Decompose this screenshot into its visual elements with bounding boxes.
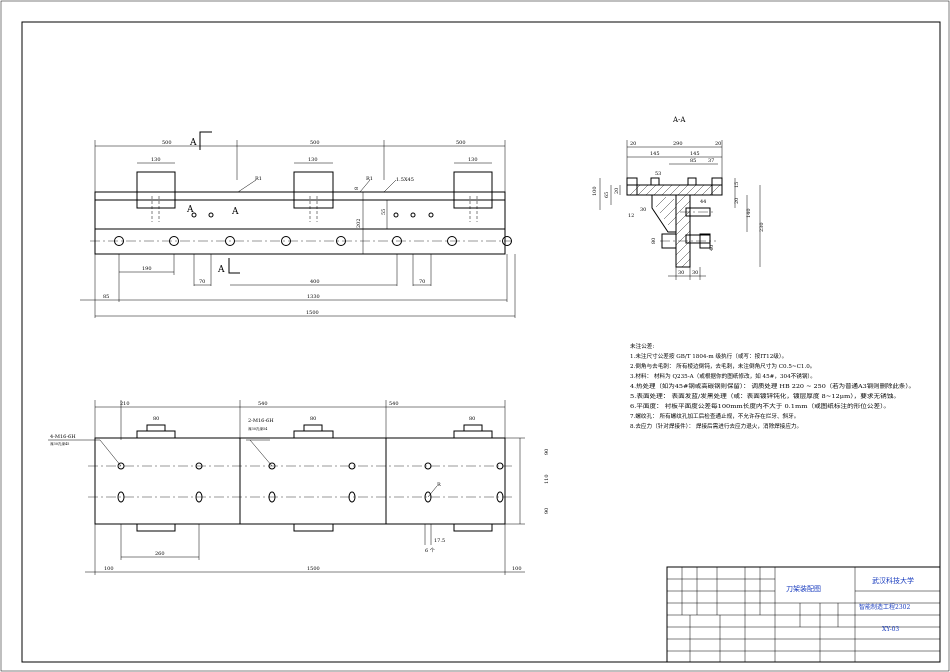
sec-dim-230: 230: [759, 222, 765, 232]
sec-dim-65: 65: [604, 192, 610, 198]
tb-school: 武汉科技大学: [872, 576, 914, 585]
callout-2m16-sub: 深30孔深54: [248, 426, 268, 431]
sec-dim-top-2: 290: [673, 141, 683, 147]
dim-block-1: 130: [151, 157, 161, 163]
dim-top-2: 500: [310, 140, 320, 146]
sec-dim-top-3: 20: [715, 141, 721, 147]
top-block-3: [453, 171, 493, 209]
section-marker-left: A: [186, 205, 194, 215]
sec-dim-30: 30: [640, 207, 646, 213]
note-line-8: 8.去应力（针对焊接件）： 焊接后需进行去应力退火，消除焊接应力。: [630, 422, 802, 430]
sec-dim-145a: 145: [650, 151, 660, 157]
sec-dim-100: 100: [592, 186, 598, 196]
plan-view: 210 540 540 80 80 80: [48, 400, 550, 575]
sec-dim-15: 15: [734, 182, 740, 188]
sec-dim-12: 12: [628, 213, 634, 219]
dim-block-3: 130: [468, 157, 478, 163]
section-marker-bottom: A: [217, 265, 225, 275]
title-block: 刀架装配图 武汉科技大学 智能制造工程2302 XY-03: [666, 566, 941, 663]
sec-dim-80: 80: [651, 238, 657, 244]
plan-dim-210: 210: [120, 401, 130, 407]
sec-dim-30b: 30: [692, 270, 698, 276]
plan-dim-90b: 90: [544, 508, 550, 514]
dim-400: 400: [310, 279, 320, 285]
section-marker-top: A: [189, 138, 197, 148]
sec-dim-140: 140: [746, 208, 752, 218]
callout-4m16-sub: 深30孔深45: [50, 441, 69, 446]
sec-gusset: [651, 194, 677, 233]
sec-dim-85: 85: [690, 158, 696, 164]
callout-2m16: 2-M16-6H: [248, 418, 274, 424]
dim-block-2: 130: [308, 157, 318, 163]
section-marker-mid: A: [231, 207, 239, 217]
plan-dim-1500: 1500: [307, 566, 320, 572]
sec-dim-53: 53: [655, 171, 661, 177]
radius-label-a: R1: [255, 176, 262, 182]
dim-85: 85: [103, 294, 109, 300]
note-line-7: 7.螺纹孔： 所有螺纹孔加工后检查通止规，不允许存在烂牙、斜牙。: [630, 412, 799, 420]
lower-bar: [94, 228, 506, 255]
inner-frame: [21, 21, 941, 663]
dim-55: 55: [381, 209, 387, 215]
plan-dim-80a: 80: [153, 416, 159, 422]
tb-drawing-no: XY-03: [882, 626, 899, 633]
plan-radius: R: [437, 482, 441, 488]
sec-dim-20r: 20: [734, 198, 740, 204]
plan-dim-540b: 540: [389, 401, 399, 407]
sec-dim-top-1: 20: [630, 141, 636, 147]
dim-8: 8: [354, 187, 360, 190]
bar-holes: [114, 236, 512, 246]
chamfer-label: 1.5X45: [396, 177, 414, 183]
note-line-5: 5.表面处理： 表面发蓝/发黑处理（或：表面镀锌钝化，镀层厚度 8~12μm），…: [630, 392, 900, 400]
section-title: A-A: [672, 116, 686, 124]
dim-1330: 1330: [307, 294, 320, 300]
section-aa-view: A-A 20 290 20 145 145 85 37 53: [592, 116, 765, 280]
plan-dim-540a: 540: [258, 401, 268, 407]
top-block-2: [293, 171, 334, 209]
sec-dim-40: 40: [709, 245, 715, 251]
plan-dim-90a: 90: [544, 449, 550, 455]
note-line-1: 1.未注尺寸公差按 GB/T 1804-m 级执行（或写：按IT12级）。: [630, 352, 787, 360]
dim-height: 202: [356, 218, 362, 228]
note-line-4: 4.热处理（如为45#钢或高碳钢则保留）： 调质处理 HB 220 ~ 250（…: [630, 382, 915, 390]
plan-plate: [94, 437, 506, 525]
plan-dim-17-5: 17.5: [434, 538, 445, 544]
sec-dim-44: 44: [700, 199, 706, 205]
dim-70b: 70: [419, 279, 425, 285]
note-line-2: 2.倒角与去毛刺： 所有棱边倒钝，去毛刺，未注倒角尺寸为 C0.5~C1.0。: [630, 362, 815, 370]
notes-title: 未注公差:: [630, 342, 654, 350]
plan-dim-100a: 100: [104, 566, 114, 572]
front-view: 500 500 500 130 130 130: [80, 131, 516, 318]
plan-dim-80b: 80: [310, 416, 316, 422]
sec-dim-30a: 30: [678, 270, 684, 276]
plan-threaded-holes: [117, 462, 504, 470]
technical-notes: 未注公差: 1.未注尺寸公差按 GB/T 1804-m 级执行（或写：按IT12…: [630, 342, 915, 430]
plan-dim-100b: 100: [512, 566, 522, 572]
sec-top-plate: [626, 184, 723, 196]
upper-bar: [94, 191, 506, 230]
tb-class: 智能制造工程2302: [859, 603, 910, 611]
sec-dim-145b: 145: [690, 151, 700, 157]
tb-part-name: 刀架装配图: [786, 584, 821, 593]
sec-dim-20: 20: [614, 188, 620, 194]
sec-stem: [675, 194, 691, 268]
radius-label-b: R1: [366, 176, 373, 182]
note-line-6: 6.平面度： 衬板平面度公差每100mm长度内不大于 0.1mm（或图纸标注的形…: [630, 402, 890, 410]
plan-dim-260: 260: [155, 551, 165, 557]
dim-top-1: 500: [162, 140, 172, 146]
plan-dim-80c: 80: [469, 416, 475, 422]
plan-dim-6: 6 个: [425, 548, 435, 554]
note-line-3: 3.材料： 材料为 Q235-A（或根据你的图纸修改，如 45#，304不锈钢）…: [630, 372, 816, 380]
plan-dim-110: 110: [544, 474, 550, 484]
callout-4m16: 4-M16-6H: [50, 434, 76, 440]
sec-dim-37: 37: [708, 158, 714, 164]
dim-1500: 1500: [306, 310, 319, 316]
dim-70a: 70: [199, 279, 205, 285]
plan-slots: [117, 491, 504, 503]
dim-top-3: 500: [456, 140, 466, 146]
top-block-1: [136, 171, 176, 209]
dim-190: 190: [142, 266, 152, 272]
